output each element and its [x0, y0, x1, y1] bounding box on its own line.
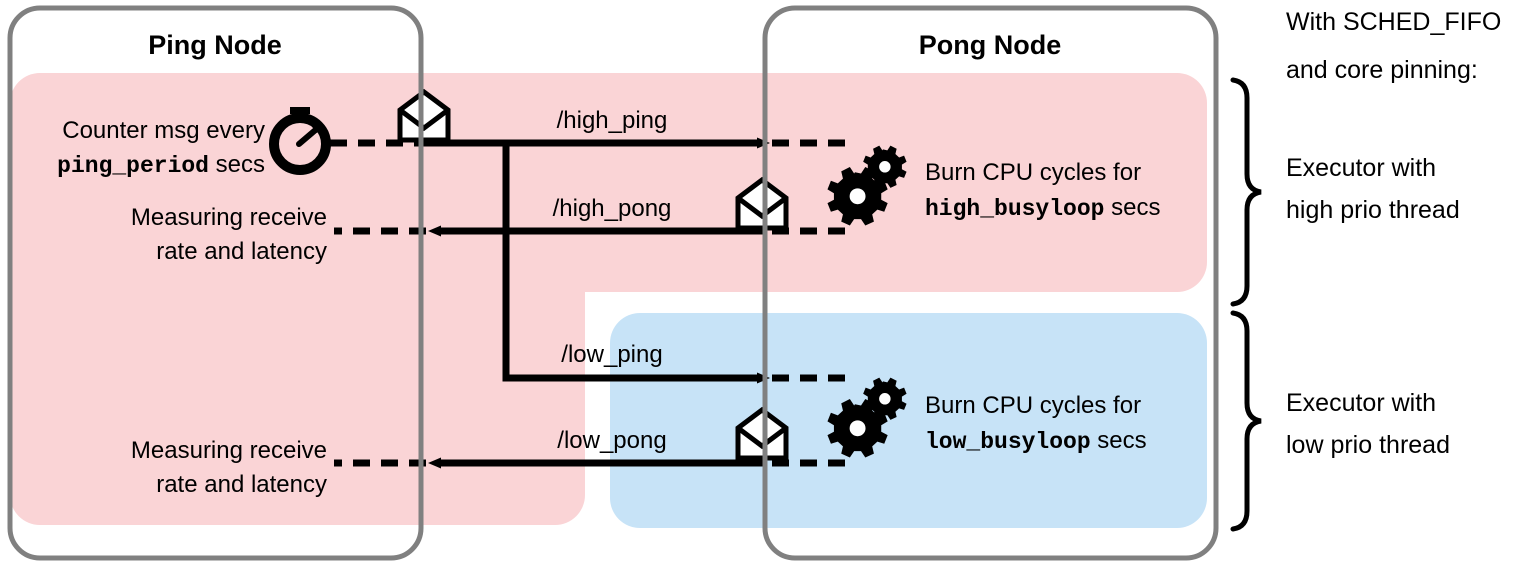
pong-high-label-line2: high_busyloop secs: [925, 194, 1160, 222]
ping-timer-label-line1: Counter msg every: [62, 117, 265, 144]
annotation-heading-line2: and core pinning:: [1286, 56, 1478, 84]
annotation-heading-line1: With SCHED_FIFO: [1286, 8, 1501, 36]
ping-timer-label-line2: ping_period secs: [57, 151, 265, 179]
low-ping-topic-label: /low_ping: [561, 341, 662, 368]
ping-measure-high-line2: rate and latency: [156, 238, 327, 265]
low-executor-label-line1: Executor with: [1286, 389, 1436, 417]
pong-low-label-line1: Burn CPU cycles for: [925, 392, 1141, 419]
low-prio-band: [610, 313, 1207, 528]
pong-node-title: Pong Node: [919, 30, 1062, 60]
high-executor-label-line2: high prio thread: [1286, 196, 1460, 224]
pong-low-label-line2: low_busyloop secs: [925, 427, 1147, 455]
ping-measure-high-line1: Measuring receive: [131, 204, 327, 231]
high-ping-topic-label: /high_ping: [557, 107, 668, 134]
high-pong-topic-label: /high_pong: [553, 195, 672, 222]
stopwatch-icon: [269, 107, 331, 175]
pong-high-label-line1: Burn CPU cycles for: [925, 159, 1141, 186]
low-ping-branch-line: [502, 143, 770, 384]
ping-measure-low-line1: Measuring receive: [131, 437, 327, 464]
low-executor-label-line2: low prio thread: [1286, 431, 1450, 459]
ping-measure-low-line2: rate and latency: [156, 471, 327, 498]
high-executor-label-line1: Executor with: [1286, 154, 1436, 182]
high-prio-brace: [1230, 77, 1262, 307]
low-pong-topic-label: /low_pong: [557, 427, 666, 454]
low-prio-brace: [1230, 310, 1262, 532]
ping-band-joiner: [10, 200, 585, 360]
ping-node-title: Ping Node: [148, 30, 282, 60]
